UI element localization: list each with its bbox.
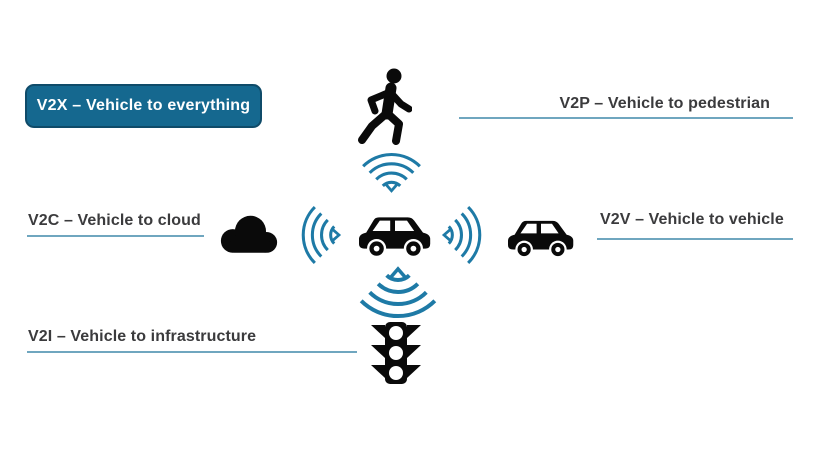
v2p-underline	[459, 117, 793, 119]
wifi-right-icon	[425, 197, 501, 273]
v2i-underline	[27, 351, 357, 353]
v2x-badge-label: V2X – Vehicle to everything	[36, 97, 251, 114]
pedestrian-icon	[356, 67, 412, 145]
wifi-down-icon	[348, 244, 448, 344]
v2x-badge: V2X – Vehicle to everything	[25, 84, 262, 128]
traffic-light-icon	[361, 321, 431, 385]
v2v-label: V2V – Vehicle to vehicle	[600, 211, 784, 228]
wifi-up-icon	[353, 133, 430, 210]
v2p-label: V2P – Vehicle to pedestrian	[559, 95, 770, 112]
car-right-icon	[504, 215, 578, 259]
v2i-label: V2I – Vehicle to infrastructure	[28, 328, 257, 345]
v2v-underline	[597, 238, 793, 240]
car-center-icon	[355, 211, 435, 259]
v2c-underline	[27, 235, 204, 237]
cloud-icon	[212, 211, 286, 259]
wifi-left-icon	[282, 197, 358, 273]
v2c-label: V2C – Vehicle to cloud	[28, 212, 201, 229]
